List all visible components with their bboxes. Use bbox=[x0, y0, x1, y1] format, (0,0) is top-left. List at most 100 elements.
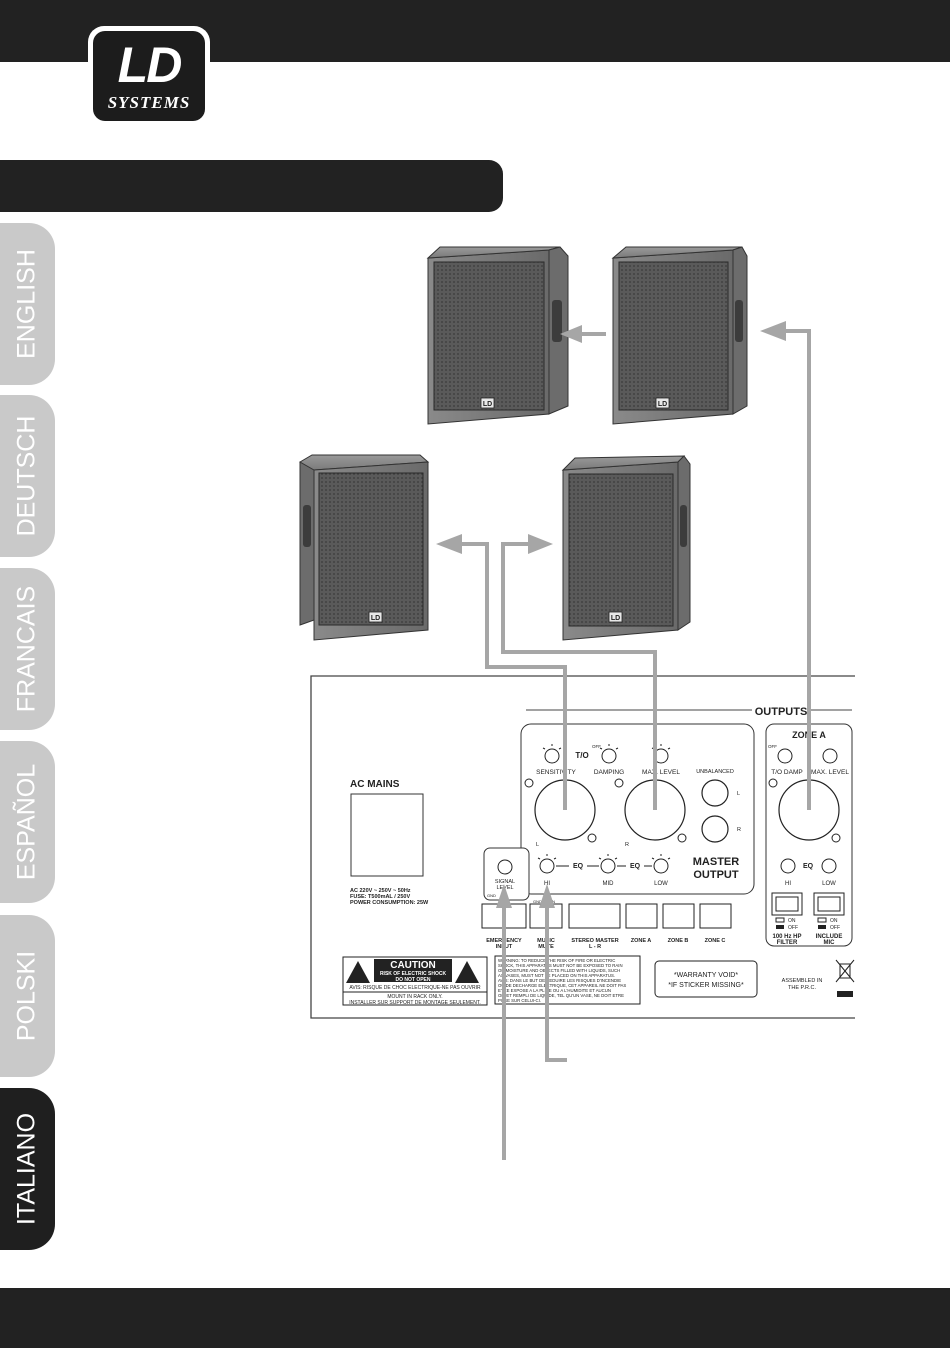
speaker-bottom-right: LD bbox=[561, 455, 691, 641]
caution-sub: DO NOT OPEN bbox=[395, 977, 430, 983]
weee-bin-icon bbox=[835, 959, 855, 983]
zone-max-level-knob bbox=[822, 748, 838, 764]
cable-arrowheads bbox=[436, 321, 786, 908]
warranty-text: *WARRANTY VOID* bbox=[674, 972, 738, 979]
rca-l-label: L bbox=[737, 791, 740, 797]
stereo-master-label: STEREO MASTER bbox=[571, 938, 618, 944]
eq-mid-label: MID bbox=[603, 881, 615, 887]
zone-a-terminal-label: ZONE A bbox=[631, 938, 652, 944]
zone-low-label: LOW bbox=[822, 881, 836, 887]
speaker-top-right: LD bbox=[611, 246, 748, 425]
section-title-bar bbox=[0, 160, 503, 212]
tab-espanol[interactable]: ESPAÑOL bbox=[0, 741, 55, 903]
zone-eq-label: EQ bbox=[803, 863, 814, 870]
logo-badge: LD SYSTEMS bbox=[93, 31, 205, 121]
warning-text: OU DE DECHARGE ELECTRIQUE, CET APPAREIL … bbox=[498, 983, 626, 988]
off-label: OFF bbox=[788, 925, 798, 931]
rca-r-label: R bbox=[737, 827, 741, 833]
off-label: OFF bbox=[768, 744, 777, 749]
tab-english[interactable]: ENGLISH bbox=[0, 223, 55, 385]
zone-hi-label: HI bbox=[785, 881, 791, 887]
tab-francais[interactable]: FRANCAIS bbox=[0, 568, 55, 730]
xlr-r-label: R bbox=[625, 842, 629, 848]
zone-eq-hi-knob bbox=[780, 858, 796, 874]
rca-output-left bbox=[701, 779, 729, 807]
speaker-bottom-left: LD bbox=[299, 454, 430, 641]
warranty-text: *IF STICKER MISSING* bbox=[668, 982, 744, 989]
avis-text: AVIS: RISQUE DE CHOC ELECTRIQUE-NE PAS O… bbox=[349, 985, 481, 991]
zone-max-level-label: MAX. LEVEL bbox=[811, 769, 849, 776]
in-label: IN bbox=[551, 899, 555, 904]
eq-low-knob bbox=[653, 858, 669, 874]
signal-level-knob bbox=[497, 859, 513, 875]
cable-left-out bbox=[462, 542, 567, 810]
ac-spec: AC 220V ~ 250V ~ 50Hz bbox=[350, 888, 411, 894]
warning-text: SHOCK, THIS APPARATUS MUST NOT BE EXPOSE… bbox=[498, 963, 623, 968]
zone-a-terminal bbox=[625, 903, 658, 929]
warning-text: POSE SUR CELUI-CI. bbox=[498, 998, 541, 1003]
cable-right-out bbox=[501, 542, 657, 810]
tab-italiano[interactable]: ITALIANO bbox=[0, 1088, 55, 1250]
speaker-badge: LD bbox=[658, 401, 667, 408]
ac-mains-label: AC MAINS bbox=[350, 779, 400, 790]
master-output-label: MASTER bbox=[693, 856, 740, 868]
caution-label: CAUTION bbox=[390, 960, 436, 971]
to-label: T/O bbox=[575, 751, 588, 760]
cable-mute bbox=[545, 908, 567, 1062]
zone-c-terminal-label: ZONE C bbox=[705, 938, 726, 944]
zone-b-terminal-label: ZONE B bbox=[668, 938, 689, 944]
ld-systems-logo: LD SYSTEMS bbox=[88, 26, 210, 126]
amplifier-rear-panel: OUTPUTS AC MAINS AC 220V ~ 250V ~ 50Hz F… bbox=[310, 675, 855, 1019]
stereo-master-terminal bbox=[568, 903, 621, 929]
master-output-label: OUTPUT bbox=[693, 869, 739, 881]
cable-zone-a bbox=[786, 329, 811, 810]
unbalanced-label: UNBALANCED bbox=[696, 769, 734, 775]
eq-low-label: LOW bbox=[654, 881, 668, 887]
include-mic-label: INCLUDE bbox=[816, 934, 843, 940]
speaker-badge: LD bbox=[371, 615, 380, 622]
speaker-badge: LD bbox=[611, 615, 620, 622]
tab-polski[interactable]: POLSKI bbox=[0, 915, 55, 1077]
on-label: ON bbox=[788, 918, 796, 924]
speaker-badge: LD bbox=[483, 401, 492, 408]
bottom-bar bbox=[0, 1288, 950, 1348]
warning-text: AVIS: DANS LE BUT DE REDUIRE LES RISQUES… bbox=[498, 978, 621, 983]
eq-label: EQ bbox=[630, 863, 641, 870]
speaker-cables bbox=[462, 329, 811, 1160]
damping-knob bbox=[601, 748, 617, 764]
speaker-top-left: LD bbox=[426, 246, 569, 425]
off-label: OFF bbox=[592, 744, 601, 749]
zone-to-damp-knob bbox=[777, 748, 793, 764]
ac-spec: FUSE: T500mAL / 250V bbox=[350, 894, 410, 900]
stereo-master-label: L - R bbox=[589, 944, 601, 950]
hp-filter-label: 100 Hz HP bbox=[772, 934, 801, 940]
ac-spec: POWER CONSUMPTION: 25W bbox=[350, 900, 429, 906]
logo-main-text: LD bbox=[117, 37, 183, 93]
to-damp-label: T/O DAMP bbox=[771, 769, 802, 776]
assembled-text: THE P.R.C. bbox=[788, 985, 816, 991]
gnd-label: GND bbox=[487, 893, 496, 898]
eq-mid-knob bbox=[600, 858, 616, 874]
on-label: ON bbox=[830, 918, 838, 924]
logo-sub-text: SYSTEMS bbox=[107, 93, 191, 112]
rack-text: INSTALLER SUR SUPPORT DE MONTAGE SEULEME… bbox=[349, 1000, 481, 1006]
zone-eq-low-knob bbox=[821, 858, 837, 874]
warning-text: AS VASES, MUST NOT BE PLACED ON THIS APP… bbox=[498, 973, 615, 978]
rack-text: MOUNT IN RACK ONLY. bbox=[387, 994, 442, 1000]
outputs-heading: OUTPUTS bbox=[755, 706, 808, 718]
eq-hi-label: HI bbox=[544, 881, 550, 887]
damping-label: DAMPING bbox=[594, 769, 624, 776]
hp-filter-label: FILTER bbox=[777, 940, 798, 946]
xlr-l-label: L bbox=[536, 842, 539, 848]
sensitivity-knob bbox=[544, 748, 560, 764]
eq-label: EQ bbox=[573, 863, 584, 870]
warning-text: OR MOISTURE AND OBJECTS FILLED WITH LIQU… bbox=[498, 968, 620, 973]
eq-hi-knob bbox=[539, 858, 555, 874]
off-label: OFF bbox=[830, 925, 840, 931]
caution-sub: RISK OF ELECTRIC SHOCK bbox=[380, 971, 447, 977]
tab-deutsch[interactable]: DEUTSCH bbox=[0, 395, 55, 557]
gnd-label: GND bbox=[533, 899, 542, 904]
max-level-label: MAX. LEVEL bbox=[642, 769, 680, 776]
zone-b-terminal bbox=[662, 903, 695, 929]
